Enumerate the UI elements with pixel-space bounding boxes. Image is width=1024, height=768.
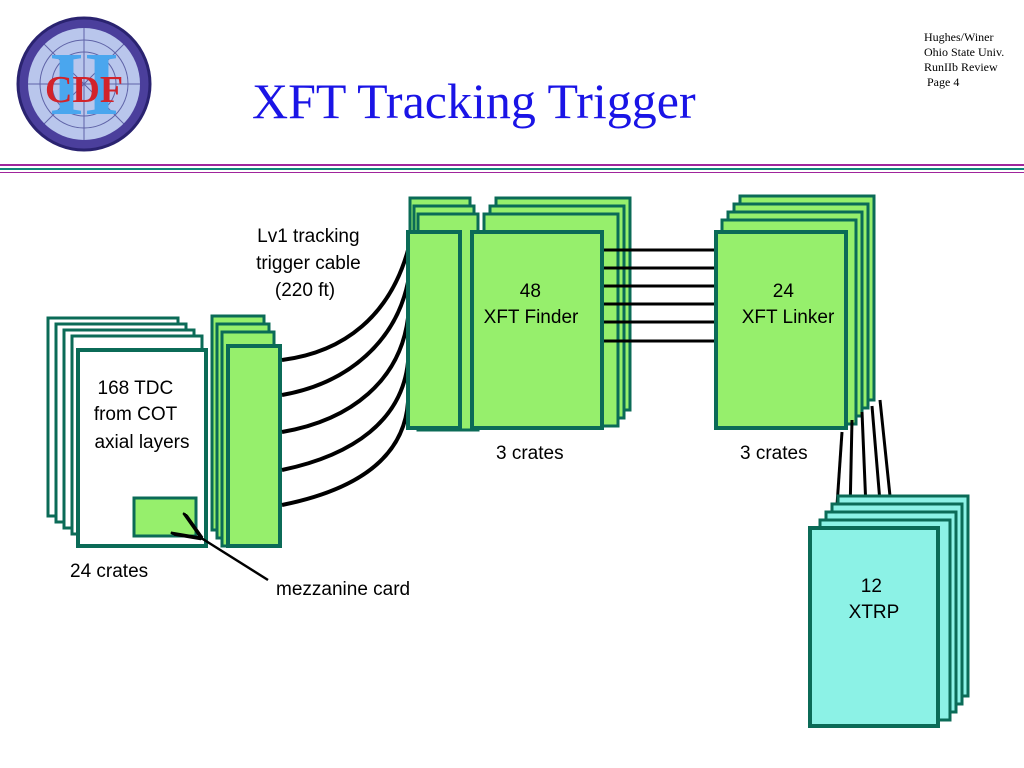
mezzanine-label: mezzanine card <box>276 579 410 600</box>
page-title: XFT Tracking Trigger <box>252 73 696 129</box>
svg-text:II: II <box>49 35 119 134</box>
linker-crates-label: 3 crates <box>740 443 808 464</box>
linker-label: 24 XFT Linker <box>742 281 835 328</box>
finder-label: 48 XFT Finder <box>484 281 579 328</box>
xft-linker-stack <box>714 194 876 430</box>
xtrp-label: 12 XTRP <box>849 576 900 623</box>
author-block: Hughes/Winer Ohio State Univ. RunIIb Rev… <box>924 30 1004 90</box>
xft-finder-stack <box>406 196 632 432</box>
mezzanine-arrow <box>198 536 269 582</box>
cdf-logo: II CDF <box>16 16 152 152</box>
svg-text:CDF: CDF <box>45 69 123 111</box>
tdc-crates-label: 24 crates <box>70 561 148 582</box>
author-line: Hughes/Winer <box>924 30 994 44</box>
header-rule-teal <box>0 168 1024 170</box>
page-number: Page 4 <box>927 75 960 89</box>
header-rule-magenta-2 <box>0 172 1024 173</box>
finder-linker-wires <box>604 248 714 343</box>
tdc-label: 168 TDC from COT axial layers <box>94 378 190 453</box>
institution-line: Ohio State Univ. <box>924 45 1005 59</box>
xtrp-stack <box>808 494 970 728</box>
mezzanine-card <box>132 496 198 538</box>
review-line: RunIIb Review <box>924 60 998 74</box>
header-rule-magenta <box>0 164 1024 166</box>
cable-label: Lv1 tracking trigger cable (220 ft) <box>256 226 366 301</box>
lv1-trigger-cables <box>281 249 410 507</box>
finder-crates-label: 3 crates <box>496 443 564 464</box>
transition-board-stack <box>210 314 282 548</box>
tdc-crate-stack <box>46 316 208 548</box>
